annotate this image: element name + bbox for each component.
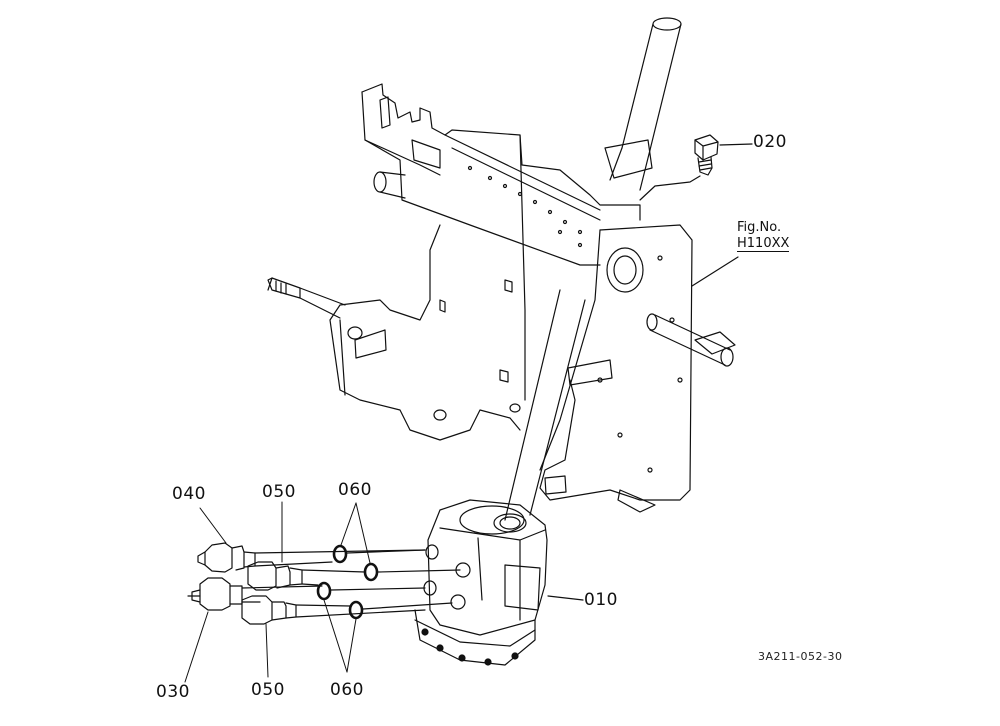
- fitting-050-top: [247, 561, 366, 591]
- callout-fitting-lower-left: 030: [156, 682, 190, 702]
- drawing-number: 3A211-052-30: [758, 650, 843, 663]
- callout-leaders: [184, 501, 371, 683]
- fitting-pipe-lines: [330, 549, 461, 610]
- callout-bolt: 020: [753, 132, 787, 152]
- figref-leader: [691, 256, 739, 287]
- right-shaft: [646, 313, 736, 367]
- fig-ref-line2: H110XX: [737, 235, 790, 253]
- steering-unit-010: [414, 499, 584, 666]
- callout-o-rings-bottom: 060: [330, 680, 364, 700]
- fig-reference: Fig.No. H110XX: [737, 220, 790, 253]
- callout-o-rings-top: 060: [338, 480, 372, 500]
- fig-ref-line1: Fig.No.: [737, 220, 782, 235]
- callout-steering-unit: 010: [584, 590, 618, 610]
- side-plate: [539, 224, 693, 513]
- fitting-040: [197, 542, 426, 573]
- callout-fitting-top: 050: [262, 482, 296, 502]
- callout-fitting-bottom: 050: [251, 680, 285, 700]
- column-lower: [504, 289, 586, 521]
- o-rings-060: [316, 544, 379, 620]
- left-shaft: [267, 277, 346, 319]
- fitting-050-bottom: [241, 595, 426, 625]
- bolt-020: [639, 134, 753, 201]
- steering-column: [604, 17, 682, 191]
- support-bracket: [329, 83, 641, 441]
- fitting-030: [187, 577, 323, 611]
- callout-fitting-upper-left: 040: [172, 484, 206, 504]
